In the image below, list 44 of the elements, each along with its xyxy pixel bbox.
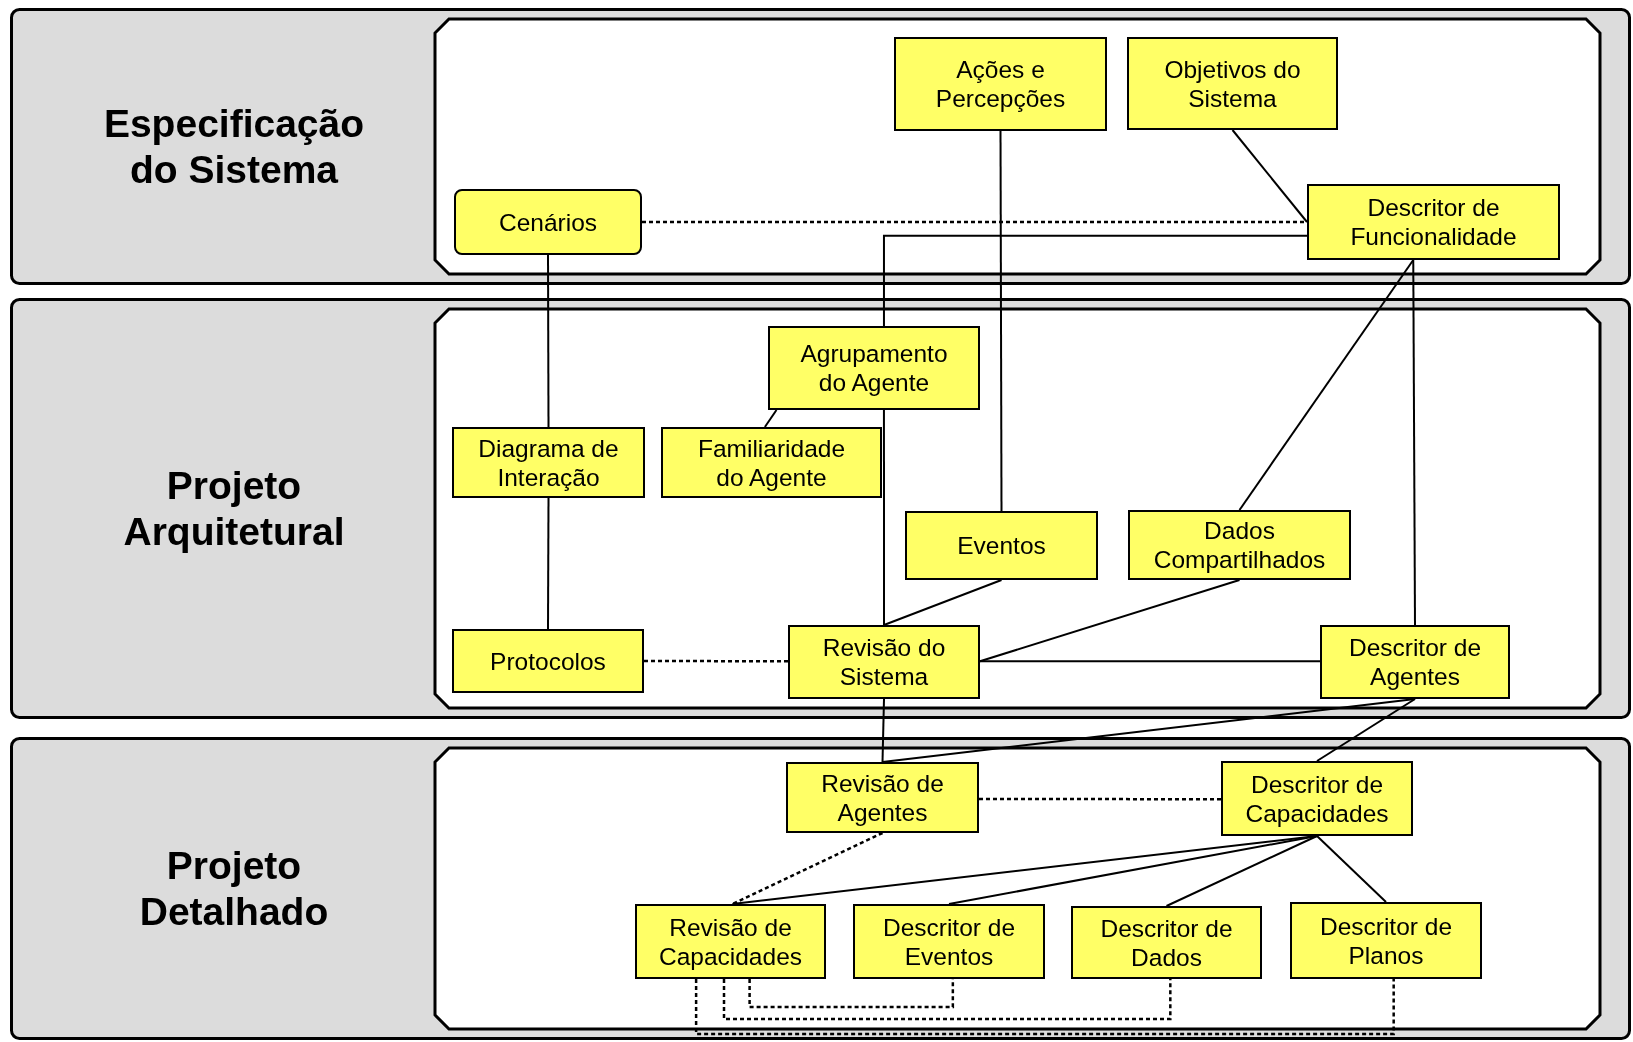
dashed-connector [979, 797, 1221, 801]
connector-line [979, 579, 1241, 663]
connector-line [1412, 259, 1416, 626]
dashed-connector [642, 220, 1307, 224]
phase-heading: Projeto Detalhado [138, 842, 330, 935]
artifact-box: Objetivos do Sistema [1127, 37, 1338, 130]
artifact-box: Revisão de Agentes [786, 762, 979, 833]
connector-line [881, 698, 885, 763]
connector-line [763, 409, 778, 428]
artifact-box: Descritor de Funcionalidade [1307, 184, 1560, 260]
artifact-box: Cenários [454, 189, 642, 255]
artifact-box: Descritor de Eventos [853, 904, 1045, 979]
artifact-box: Descritor de Planos [1290, 902, 1482, 979]
connector-line [547, 497, 550, 630]
artifact-box: Descritor de Capacidades [1221, 761, 1413, 836]
connector-line [979, 660, 1321, 663]
artifact-box: Ações e Percepções [894, 37, 1107, 131]
dashed-connector [731, 831, 884, 906]
dashed-connector [694, 979, 1395, 1036]
connector-line [882, 409, 885, 626]
artifact-box: Familiaridade do Agente [661, 427, 882, 498]
artifact-box: Eventos [905, 511, 1098, 580]
connector-line [882, 234, 1308, 327]
connector-line [883, 579, 1003, 626]
artifact-box: Descritor de Agentes [1320, 625, 1510, 699]
dashed-connector [748, 979, 955, 1009]
artifact-box: Agrupamento do Agente [768, 326, 980, 410]
connector-line [1316, 698, 1416, 762]
artifact-box: Revisão do Sistema [788, 625, 980, 699]
dashed-connector [644, 659, 788, 663]
artifact-box: Dados Compartilhados [1128, 510, 1351, 580]
connector-line [1316, 835, 1387, 903]
connector-line [999, 130, 1003, 512]
phase-heading: Projeto Arquitetural [122, 462, 346, 555]
artifact-box: Diagrama de Interação [452, 427, 645, 498]
artifact-box: Revisão de Capacidades [635, 904, 826, 979]
phase-heading: Especificação do Sistema [102, 100, 366, 193]
connector-line [1165, 835, 1318, 907]
artifact-box: Descritor de Dados [1071, 906, 1262, 979]
artifact-box: Protocolos [452, 629, 644, 693]
connector-line [1231, 129, 1308, 223]
dashed-connector [722, 979, 1172, 1021]
connector-line [547, 254, 550, 428]
connector-line [1238, 259, 1415, 511]
